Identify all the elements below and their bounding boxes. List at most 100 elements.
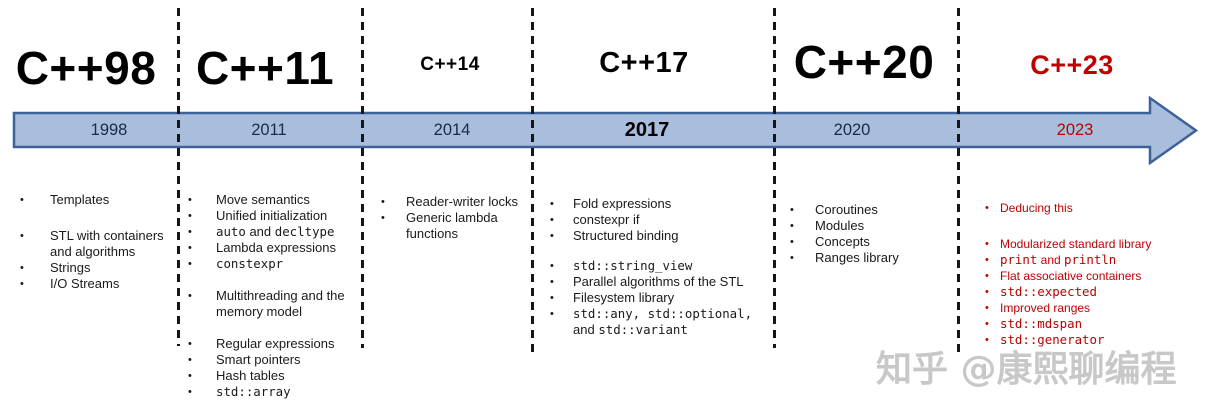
feature-item: •I/O Streams [20, 276, 172, 292]
feature-group: •STL with containers and algorithms•Stri… [20, 228, 172, 292]
feature-list-c14: •Reader-writer locks•Generic lambda func… [381, 194, 530, 256]
right-arrow-icon [12, 95, 1199, 166]
feature-text: Multithreading and the memory model [216, 288, 345, 319]
feature-text: Structured binding [573, 228, 679, 243]
bullet-icon: • [985, 334, 989, 346]
bullet-icon: • [188, 290, 192, 302]
feature-text: std::array [216, 384, 291, 399]
feature-item: •Improved ranges [985, 300, 1177, 316]
bullet-icon: • [188, 258, 192, 270]
feature-text: Unified initialization [216, 208, 328, 223]
year-label-1998: 1998 [90, 121, 128, 139]
feature-item: •Reader-writer locks [381, 194, 530, 210]
feature-text: Fold expressions [573, 196, 672, 211]
section-divider [177, 8, 180, 346]
feature-item: •Move semantics [188, 192, 360, 208]
feature-group: •Deducing this [985, 200, 1177, 216]
section-divider [773, 8, 776, 348]
bullet-icon: • [550, 308, 554, 320]
feature-list-c11: •Move semantics•Unified initialization•a… [188, 192, 360, 416]
feature-text: print and println [1000, 252, 1117, 267]
feature-text: Coroutines [815, 202, 878, 217]
feature-item: •STL with containers and algorithms [20, 228, 172, 260]
feature-group: •Fold expressions• constexpr if• Structure… [550, 196, 774, 244]
feature-list-c20: •Coroutines•Modules•Concepts•Ranges libr… [790, 202, 950, 280]
bullet-icon: • [188, 242, 192, 254]
feature-group: • Regular expressions•Smart pointers • Hash… [188, 336, 360, 400]
feature-item: •std::array [188, 384, 360, 400]
feature-item: • Ranges library [790, 250, 950, 266]
feature-text: std::string_view [573, 258, 693, 273]
feature-group: •Move semantics•Unified initialization•a… [188, 192, 360, 272]
bullet-icon: • [790, 220, 794, 232]
bullet-icon: • [20, 194, 24, 206]
feature-text: std::expected [1000, 284, 1097, 299]
feature-item: • Coroutines [790, 202, 950, 218]
feature-text: STL with containers and algorithms [50, 228, 164, 259]
bullet-icon: • [188, 226, 192, 238]
version-title-c20: C++20 [793, 36, 935, 88]
year-label-2023: 2023 [1056, 121, 1094, 139]
feature-item: •std::generator [985, 332, 1177, 348]
feature-item: • Parallel algorithms of the STL [550, 274, 774, 290]
feature-item: • Flat associative containers [985, 268, 1177, 284]
section-divider [361, 8, 364, 348]
feature-group: •Coroutines•Modules•Concepts•Ranges libr… [790, 202, 950, 266]
feature-text: Parallel algorithms of the STL [573, 274, 744, 289]
feature-item: •std::expected [985, 284, 1177, 300]
section-divider [531, 8, 534, 353]
feature-text: Hash tables [216, 368, 285, 383]
bullet-icon: • [550, 260, 554, 272]
feature-text: Templates [50, 192, 110, 207]
feature-text: std::mdspan [1000, 316, 1083, 331]
bullet-icon: • [188, 210, 192, 222]
feature-text: Smart pointers [216, 352, 301, 367]
bullet-icon: • [985, 254, 989, 266]
feature-text: std::any, std::optional, and std::varian… [573, 306, 753, 337]
feature-item: • Regular expressions [188, 336, 360, 352]
feature-item: •Modules [790, 218, 950, 234]
feature-item: •Generic lambda functions [381, 210, 530, 242]
feature-item: • std::string_view [550, 258, 774, 274]
bullet-icon: • [188, 338, 192, 350]
year-label-2017: 2017 [624, 119, 670, 141]
feature-item: • Templates [20, 192, 172, 208]
feature-group: •Modularized standard library•print and … [985, 236, 1177, 348]
feature-item: •Strings [20, 260, 172, 276]
feature-text: Ranges library [815, 250, 899, 265]
feature-item: •constexpr [188, 256, 360, 272]
bullet-icon: • [790, 204, 794, 216]
version-title-c11: C++11 [195, 42, 335, 94]
bullet-icon: • [550, 214, 554, 226]
feature-text: Regular expressions [216, 336, 335, 351]
bullet-icon: • [381, 212, 385, 224]
feature-group: • Templates [20, 192, 172, 208]
year-label-2020: 2020 [833, 121, 871, 139]
feature-item: •Deducing this [985, 200, 1177, 216]
year-label-2014: 2014 [433, 121, 471, 139]
bullet-icon: • [985, 238, 989, 250]
bullet-icon: • [790, 252, 794, 264]
feature-item: •Lambda expressions [188, 240, 360, 256]
feature-item: •std::mdspan [985, 316, 1177, 332]
feature-text: constexpr if [573, 212, 640, 227]
feature-item: •Smart pointers [188, 352, 360, 368]
section-divider [957, 8, 960, 353]
feature-item: •Fold expressions [550, 196, 774, 212]
bullet-icon: • [550, 276, 554, 288]
watermark: 知乎 @康熙聊编程 [876, 349, 1177, 390]
feature-text: Concepts [815, 234, 870, 249]
bullet-icon: • [985, 202, 989, 214]
feature-item: • std::any, std::optional, and std::varia… [550, 306, 774, 338]
feature-text: Flat associative containers [1000, 269, 1142, 283]
bullet-icon: • [985, 270, 989, 282]
feature-item: • constexpr if [550, 212, 774, 228]
bullet-icon: • [20, 278, 24, 290]
version-title-c23: C++23 [1030, 50, 1114, 80]
bullet-icon: • [790, 236, 794, 248]
feature-text: Move semantics [216, 192, 310, 207]
bullet-icon: • [20, 262, 24, 274]
feature-list-c17: •Fold expressions•constexpr if•Structure… [550, 196, 774, 352]
feature-item: • Unified initialization [188, 208, 360, 224]
feature-item: • Concepts [790, 234, 950, 250]
